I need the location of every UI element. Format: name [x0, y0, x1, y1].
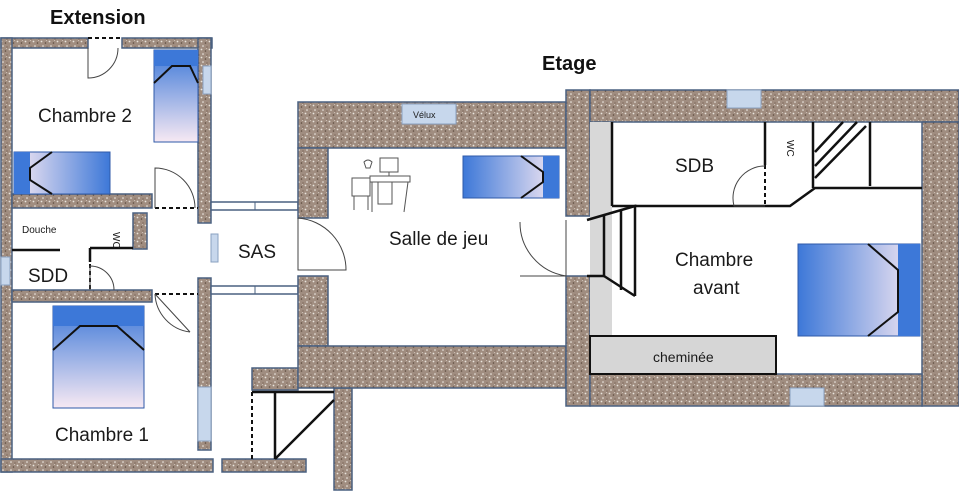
lower-stairs-icon [251, 390, 335, 460]
door-swing-icon [87, 47, 766, 333]
stairs-icon [586, 204, 637, 298]
window-icon [0, 65, 219, 442]
room-label-chambre-avant-line1: Chambre [675, 250, 753, 271]
room-label-wc-left: WC [110, 232, 121, 249]
room-label-salle-de-jeu: Salle de jeu [389, 229, 488, 250]
sdd-partitions [12, 246, 133, 262]
title-etage: Etage [542, 53, 596, 75]
room-label-wc-right: WC [784, 140, 795, 157]
window-label-velux: Vélux [413, 110, 436, 120]
room-label-sdd: SDD [28, 266, 68, 287]
room-label-chambre-avant-line2: avant [693, 278, 740, 299]
chimney [589, 335, 777, 375]
chambre-avant-walls [589, 89, 959, 407]
title-extension: Extension [50, 7, 146, 29]
window-icon [401, 89, 825, 407]
bed-icon [797, 243, 921, 337]
bed-icon [13, 151, 111, 195]
room-label-sdb: SDB [675, 156, 714, 177]
room-label-sas: SAS [238, 242, 276, 263]
room-label-chambre2: Chambre 2 [38, 106, 132, 127]
desk-icon [351, 157, 411, 213]
room-label-chambre1: Chambre 1 [55, 425, 149, 446]
sdb-partitions [610, 122, 922, 208]
bed-icon [462, 155, 560, 199]
stairs-icon [814, 121, 922, 189]
bed-icon [153, 49, 199, 143]
label-cheminee: cheminée [653, 349, 714, 365]
bed-icon [52, 305, 145, 409]
room-label-douche: Douche [22, 225, 57, 236]
